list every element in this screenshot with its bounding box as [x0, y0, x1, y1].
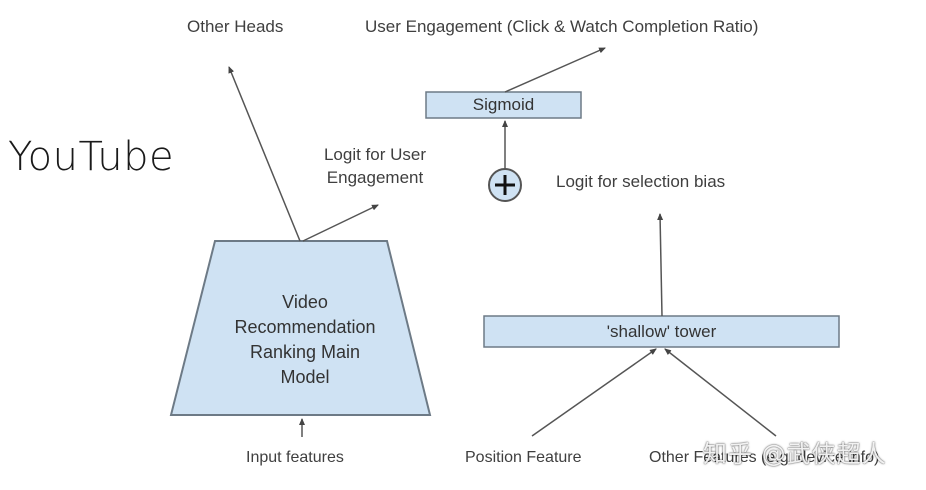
plus-circle-icon: [488, 168, 522, 202]
main-model-line: Model: [280, 367, 330, 387]
sigmoid-box: [425, 91, 582, 119]
watermark: 知乎 @武侠超人: [703, 440, 887, 468]
input-features-label: Input features: [246, 449, 344, 466]
logit-user-engagement-label: Logit for User Engagement: [300, 143, 450, 189]
main-model-shape: [169, 240, 432, 416]
arrow-sigmoid-to-engagement: [504, 47, 606, 93]
logit-user-line1: Logit for User: [323, 145, 427, 164]
sigmoid-label: Sigmoid: [472, 95, 535, 114]
shallow-tower-box: [483, 315, 840, 348]
arrow-model-to-logit-user: [302, 204, 379, 242]
arrow-tower-to-logit-selection: [657, 213, 664, 317]
main-model-line: Recommendation: [234, 317, 376, 337]
main-model-label: Video Recommendation Ranking Main Model: [195, 290, 415, 390]
logit-selection-bias-label: Logit for selection bias: [556, 172, 726, 191]
position-feature-label: Position Feature: [465, 449, 582, 466]
logit-user-line2: Engagement: [326, 168, 424, 187]
other-heads-label: Other Heads: [187, 17, 284, 36]
page-title: YouTube: [8, 134, 175, 180]
arrow-position-to-tower: [531, 348, 657, 437]
other-features-label: Other Features (e.g. device info): [649, 449, 880, 466]
arrow-model-to-other-heads: [228, 66, 301, 242]
main-model-line: Ranking Main: [249, 342, 361, 362]
arrow-other-features-to-tower: [664, 348, 777, 437]
user-engagement-label: User Engagement (Click & Watch Completio…: [365, 17, 759, 36]
shallow-tower-label: 'shallow' tower: [606, 322, 717, 341]
main-model-line: Video: [282, 292, 328, 312]
